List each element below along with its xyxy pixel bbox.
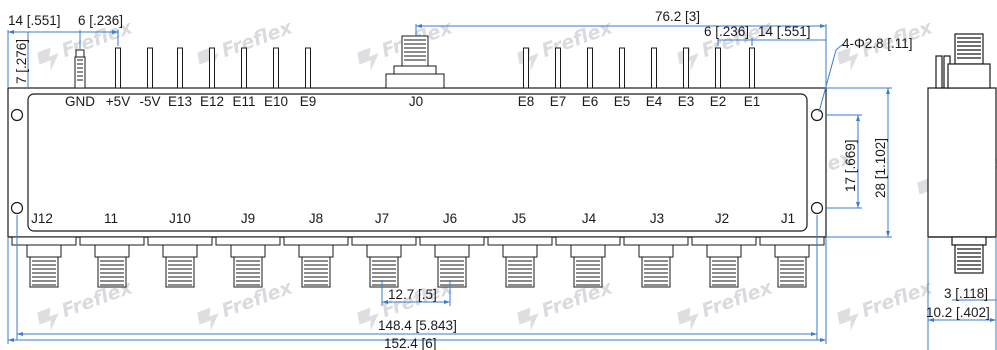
bottom-connector: [11, 236, 77, 288]
main-body: [7, 87, 827, 238]
dim-top-left-offset: 6 [.236]: [78, 13, 123, 28]
mounting-holes: [10, 108, 824, 215]
top-pin-label: E11: [232, 94, 255, 109]
top-pin-labels: GND +5V -5V E13 E12 E11 E10 E9 J0 E8 E7 E6 E5 E4 E3 E2 E…: [65, 94, 760, 109]
j0-label: J0: [409, 94, 423, 109]
top-pin-label: E6: [582, 94, 599, 109]
dim-holes: 4-Φ2.8 [.11]: [842, 36, 913, 51]
dim-top-right-offset: 6 [.236]: [704, 24, 749, 39]
bottom-port-label: J4: [582, 211, 597, 226]
bottom-port-label: J10: [169, 211, 191, 226]
bottom-connector: [487, 236, 553, 288]
dim-overall-length: 152.4 [6]: [384, 336, 437, 350]
side-view: [927, 33, 997, 274]
top-pin-label: E10: [264, 94, 288, 109]
pin-post: [619, 47, 625, 89]
pin-post: [273, 47, 279, 89]
pin-post: [651, 47, 657, 89]
bottom-port-label: J2: [715, 211, 729, 226]
pin-post: [749, 47, 755, 89]
watermark-text: Freflex: [539, 16, 616, 62]
bottom-port-label: J8: [309, 211, 323, 226]
top-pin-label: E3: [678, 94, 695, 109]
top-pin-label: E4: [646, 94, 663, 109]
dim-port-pitch: 12.7 [.5]: [388, 287, 437, 302]
top-pin-label: E7: [550, 94, 567, 109]
bottom-port-label: J3: [650, 211, 664, 226]
dim-left-height: 7 [.276]: [14, 39, 29, 84]
bottom-connector: [351, 236, 417, 288]
top-pin-label: E1: [744, 94, 761, 109]
bottom-connector: [759, 236, 825, 288]
bottom-port-label: J1: [781, 211, 795, 226]
pin-post: [177, 47, 183, 89]
bottom-port-label: J6: [443, 211, 457, 226]
top-pin-label: -5V: [139, 94, 160, 109]
bottom-connectors: [11, 236, 825, 288]
pin-post: [147, 47, 153, 89]
dim-hole-span: 148.4 [5.843]: [378, 318, 457, 333]
dim-top-width: 76.2 [3]: [655, 9, 700, 24]
bottom-port-labels: J12 11 J10 J9 J8 J7 J6 J5 J4 J3 J2 J1: [31, 211, 795, 226]
watermark-text: Freflex: [859, 276, 936, 322]
bottom-port-label: 11: [104, 211, 118, 226]
top-pins: [115, 47, 755, 89]
top-pin-label: E9: [300, 94, 317, 109]
pin-post: [241, 47, 247, 89]
pin-post: [587, 47, 593, 89]
pin-post: [715, 47, 721, 89]
gnd-post: [74, 49, 86, 89]
dim-top-left-pitch: 14 [.551]: [8, 13, 61, 28]
mounting-hole-bottom-right: [810, 201, 824, 215]
top-pin-label: E12: [200, 94, 224, 109]
bottom-port-label: J12: [31, 211, 53, 226]
watermark-logo: Freflex: [517, 16, 616, 72]
pin-post: [683, 47, 689, 89]
pin-post: [115, 47, 121, 89]
dimension-labels: 14 [.551] 6 [.236] 7 [.276] 76.2 [3] 6 […: [8, 9, 990, 350]
watermark-text: Freflex: [219, 16, 296, 62]
dim-body-height: 28 [1.102]: [873, 138, 888, 198]
dimension-lines: [7, 24, 997, 350]
mounting-hole-bottom-left: [10, 201, 24, 215]
top-pin-label: E8: [518, 94, 535, 109]
top-pin-label: +5V: [106, 94, 130, 109]
dim-top-right-pitch: 14 [.551]: [758, 24, 811, 39]
pin-post: [305, 47, 311, 89]
dim-side-offset: 3 [.118]: [944, 286, 988, 301]
bottom-connector: [623, 236, 689, 288]
top-pin-label: E5: [614, 94, 631, 109]
bottom-connector: [215, 236, 281, 288]
dim-hole-spacing: 17 [.669]: [843, 139, 858, 192]
bottom-connector: [419, 236, 485, 288]
bottom-connector: [691, 236, 757, 288]
dim-side-thickness: 10.2 [.402]: [926, 305, 990, 320]
mounting-hole-top-left: [10, 108, 24, 122]
bottom-connector: [147, 236, 213, 288]
top-pin-label: E2: [710, 94, 727, 109]
pin-post: [555, 47, 561, 89]
bottom-port-label: J9: [241, 211, 255, 226]
pin-post: [523, 47, 529, 89]
bottom-connector: [555, 236, 621, 288]
bottom-port-label: J5: [512, 211, 526, 226]
mounting-hole-top-right: [810, 108, 824, 122]
bottom-port-label: J7: [375, 211, 389, 226]
j0-connector: [385, 35, 445, 89]
top-pin-label: GND: [65, 94, 95, 109]
pin-post: [209, 47, 215, 89]
watermark-logo: Freflex: [837, 276, 936, 332]
top-pin-label: E13: [168, 94, 192, 109]
bottom-connector: [283, 236, 349, 288]
dimension-arrows: [8, 24, 996, 342]
bottom-connector: [79, 236, 145, 288]
